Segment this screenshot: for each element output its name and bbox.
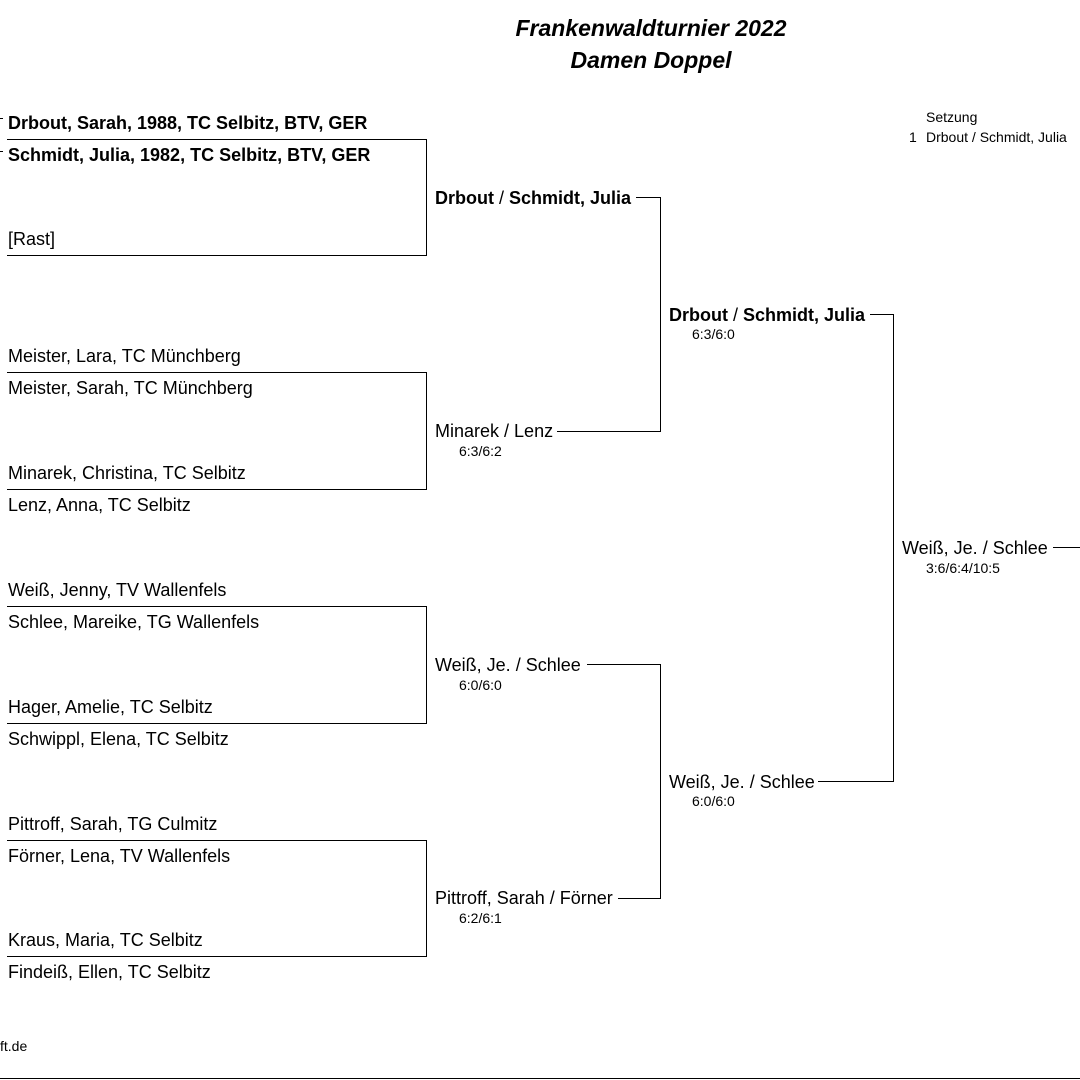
r1-m2-player1: Meister, Lara, TC Münchberg — [8, 346, 241, 366]
final-score: 3:6/6:4/10:5 — [926, 560, 1000, 576]
r1-m4-player3: Kraus, Maria, TC Selbitz — [8, 930, 203, 950]
r1-m4-player4: Findeiß, Ellen, TC Selbitz — [8, 962, 211, 982]
r1-m1-player1: Drbout, Sarah, 1988, TC Selbitz, BTV, GE… — [8, 113, 368, 133]
r1-m2-player2: Meister, Sarah, TC Münchberg — [8, 378, 253, 398]
r1-m3-player3: Hager, Amelie, TC Selbitz — [8, 697, 213, 717]
r1-m3-player1: Weiß, Jenny, TV Wallenfels — [8, 580, 227, 600]
seeding-rank: 1 — [909, 129, 917, 145]
sf-m2-score: 6:0/6:0 — [692, 793, 735, 809]
sf-m2-winner: Weiß, Je. / Schlee — [669, 772, 815, 792]
r1-m1-bye: [Rast] — [8, 229, 56, 249]
sf-m1-score: 6:3/6:0 — [692, 326, 735, 342]
r1-m1-player2: Schmidt, Julia, 1982, TC Selbitz, BTV, G… — [8, 145, 371, 165]
r2-m4-winner: Pittroff, Sarah / Förner — [435, 888, 613, 908]
r2-m3-winner: Weiß, Je. / Schlee — [435, 655, 581, 675]
footer-url: ft.de — [0, 1038, 28, 1054]
seeding-team: Drbout / Schmidt, Julia — [926, 129, 1067, 145]
event-subtitle: Damen Doppel — [570, 47, 732, 73]
sf-m1-winner: Drbout / Schmidt, Julia — [669, 305, 866, 325]
r2-m4-score: 6:2/6:1 — [459, 910, 502, 926]
r1-m4-player2: Förner, Lena, TV Wallenfels — [8, 846, 231, 866]
r2-m1-winner: Drbout / Schmidt, Julia — [435, 188, 632, 208]
r1-m4-player1: Pittroff, Sarah, TG Culmitz — [8, 814, 218, 834]
tournament-title: Frankenwaldturnier 2022 — [515, 15, 787, 41]
r2-m2-winner: Minarek / Lenz — [435, 421, 554, 441]
r1-m3-player4: Schwippl, Elena, TC Selbitz — [8, 729, 229, 749]
seeding-header: Setzung — [926, 109, 978, 125]
r2-m2-score: 6:3/6:2 — [459, 443, 502, 459]
final-winner: Weiß, Je. / Schlee — [902, 538, 1048, 558]
r2-m3-score: 6:0/6:0 — [459, 677, 502, 693]
r1-m3-player2: Schlee, Mareike, TG Wallenfels — [8, 612, 260, 632]
r1-m2-player4: Lenz, Anna, TC Selbitz — [8, 495, 191, 515]
r1-m2-player3: Minarek, Christina, TC Selbitz — [8, 463, 246, 483]
